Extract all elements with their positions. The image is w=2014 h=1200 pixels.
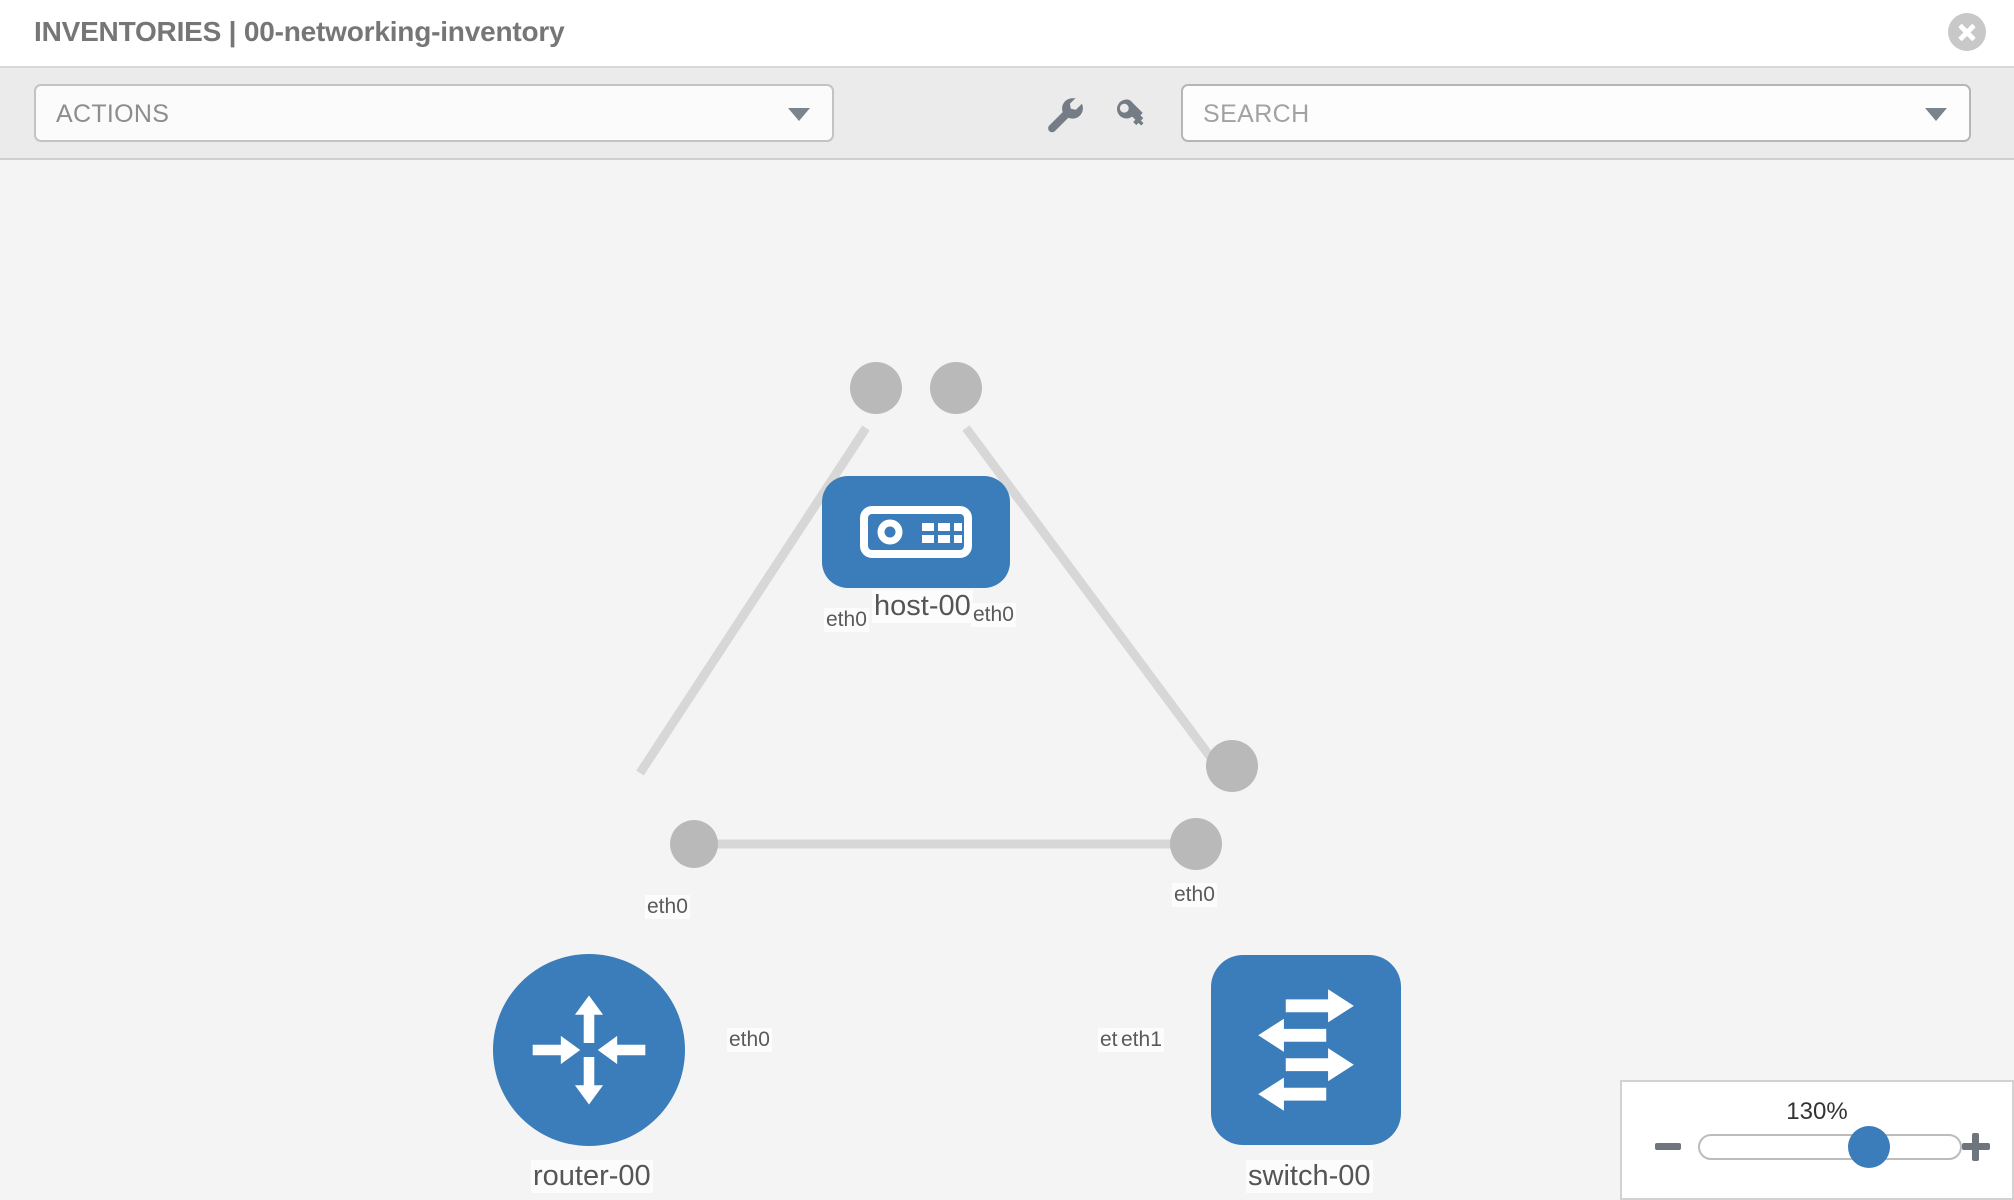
toolbar: ACTIONS SEARCH — [0, 68, 2014, 160]
node-label-router-00: router-00 — [531, 1160, 653, 1193]
port-nub-host00-right[interactable] — [930, 362, 982, 414]
iface-label-host00-eth0-left: eth0 — [824, 608, 869, 632]
close-icon[interactable] — [1948, 13, 1986, 51]
plus-icon-bar-vertical — [1972, 1133, 1979, 1161]
key-icon[interactable] — [1111, 94, 1153, 136]
plus-icon[interactable] — [1960, 1130, 1992, 1162]
zoom-level-value: 130% — [1786, 1098, 1848, 1125]
iface-label-switch00-eth0-up: eth0 — [1172, 883, 1217, 907]
iface-label-host00-eth0-right: eth0 — [971, 603, 1016, 627]
link-host00-router00[interactable] — [636, 425, 870, 776]
wrench-icon[interactable] — [1043, 94, 1085, 136]
zoom-slider-track[interactable] — [1698, 1134, 1962, 1160]
port-nub-switch00-left[interactable] — [1170, 818, 1222, 870]
node-switch-00[interactable] — [1211, 955, 1401, 1145]
page-title: INVENTORIES | 00-networking-inventory — [34, 16, 565, 47]
topology-canvas[interactable]: host-00 router-00 switch-00 eth0 eth0 et… — [0, 160, 2014, 1200]
node-host-00-shape[interactable] — [822, 476, 1010, 588]
node-router-00-shape[interactable] — [493, 954, 685, 1146]
zoom-control-panel: 130% — [1620, 1080, 2014, 1200]
node-label-host-00: host-00 — [872, 590, 973, 623]
minus-icon-bar — [1655, 1143, 1681, 1150]
port-nub-switch00-topleft[interactable] — [1206, 740, 1258, 792]
chevron-down-icon — [788, 108, 810, 121]
minus-icon[interactable] — [1652, 1130, 1684, 1162]
node-host-00[interactable] — [822, 476, 1010, 588]
iface-label-router00-eth0-up: eth0 — [645, 895, 690, 919]
link-host00-switch00[interactable] — [962, 425, 1230, 781]
port-nub-router00-right[interactable] — [670, 820, 718, 868]
actions-dropdown[interactable]: ACTIONS — [34, 84, 834, 142]
page-header: INVENTORIES | 00-networking-inventory — [0, 0, 2014, 68]
port-nub-host00-left[interactable] — [850, 362, 902, 414]
iface-label-router00-eth0-right: eth0 — [727, 1028, 772, 1052]
zoom-slider-handle[interactable] — [1848, 1126, 1890, 1168]
node-label-switch-00: switch-00 — [1246, 1160, 1373, 1193]
node-switch-00-shape[interactable] — [1211, 955, 1401, 1145]
node-router-00[interactable] — [493, 954, 685, 1146]
topology-ports — [670, 362, 1258, 870]
search-input-value: SEARCH — [1203, 100, 1310, 128]
iface-label-switch00-eth1: eth1 — [1119, 1028, 1164, 1052]
topology-graph — [493, 362, 1401, 1146]
chevron-down-icon[interactable] — [1925, 108, 1947, 121]
search-input[interactable]: SEARCH — [1181, 84, 1971, 142]
actions-dropdown-label: ACTIONS — [56, 100, 170, 128]
